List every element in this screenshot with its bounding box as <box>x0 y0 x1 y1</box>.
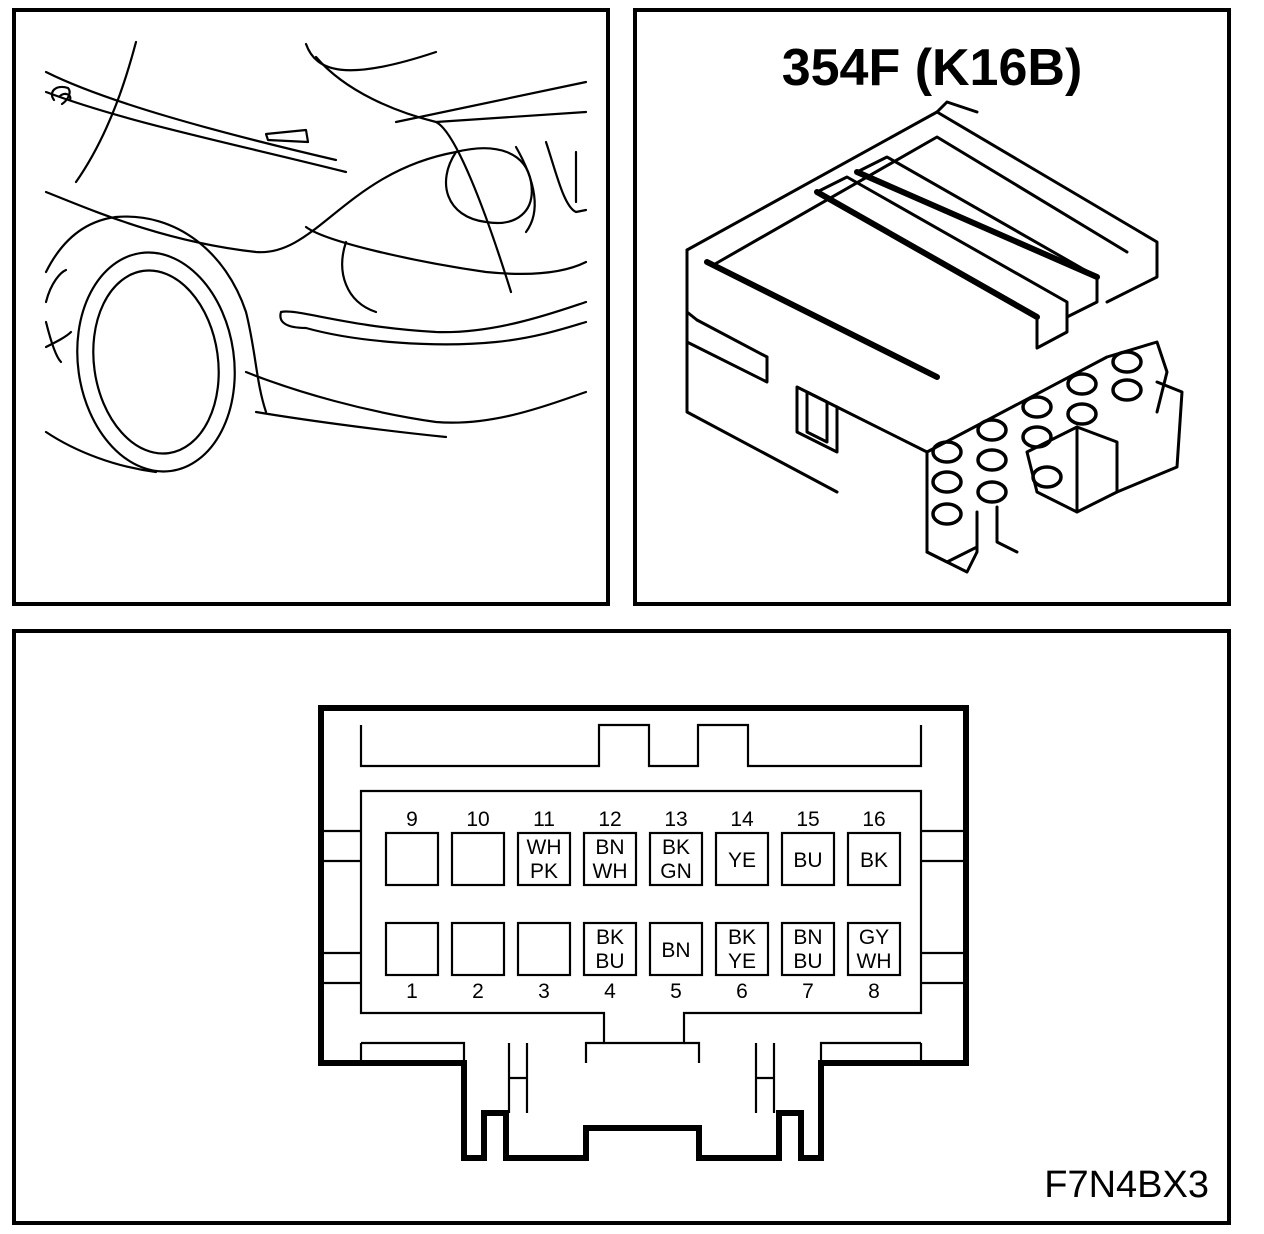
pin-cavity <box>648 831 704 887</box>
wire-color-primary: BN <box>793 926 822 949</box>
pin-1: 1 <box>384 921 440 1003</box>
pin-3: 3 <box>516 921 572 1003</box>
wire-color: BN <box>661 939 690 962</box>
pin-10: 10 <box>450 808 506 887</box>
connector-view-panel: 354F (K16B) <box>633 8 1231 606</box>
pin-number: 3 <box>538 980 550 1003</box>
connector-isometric-illustration <box>685 100 1184 574</box>
wire-color-primary: BK <box>662 836 690 859</box>
vehicle-rear-quarter-illustration <box>44 40 588 474</box>
wire-color-primary: BK <box>728 926 756 949</box>
pin-number: 10 <box>466 808 489 831</box>
pin-cavity <box>846 921 902 977</box>
wire-color-tracer: PK <box>530 860 558 883</box>
wire-color: BK <box>860 849 888 872</box>
wire-color-tracer: BU <box>595 950 624 973</box>
vehicle-location-panel <box>12 8 610 606</box>
pin-number: 12 <box>598 808 621 831</box>
pin-number: 5 <box>670 980 682 1003</box>
pin-cavity <box>582 831 638 887</box>
wire-color-tracer: WH <box>857 950 892 973</box>
housing-outline <box>318 705 969 1161</box>
pin-number: 13 <box>664 808 687 831</box>
pin-5: 5 BN <box>648 921 704 1003</box>
pin-number: 8 <box>868 980 880 1003</box>
pin-number: 1 <box>406 980 418 1003</box>
pin-cavity <box>582 921 638 977</box>
wire-color-tracer: YE <box>728 950 756 973</box>
wire-color-primary: WH <box>527 836 562 859</box>
pin-9: 9 <box>384 808 440 887</box>
wire-color-tracer: WH <box>593 860 628 883</box>
pin-cavity <box>516 921 572 977</box>
pin-number: 15 <box>796 808 819 831</box>
pin-2: 2 <box>450 921 506 1003</box>
pin-number: 4 <box>604 980 616 1003</box>
pin-cavity <box>648 921 704 977</box>
wire-color-primary: GY <box>859 926 889 949</box>
wire-color-primary: BN <box>595 836 624 859</box>
pin-cavity <box>384 831 440 887</box>
wire-color-tracer: BU <box>793 950 822 973</box>
pin-number: 6 <box>736 980 748 1003</box>
wire-color-tracer: GN <box>660 860 692 883</box>
pin-cavity <box>450 921 506 977</box>
pin-cavity <box>384 921 440 977</box>
pin-number: 16 <box>862 808 885 831</box>
pin-cavity <box>846 831 902 887</box>
pin-number: 14 <box>730 808 754 831</box>
pin-cavity <box>714 831 770 887</box>
pin-cavity <box>516 831 572 887</box>
diagram-reference-code: F7N4BX3 <box>1044 1164 1209 1206</box>
wire-color-primary: BK <box>596 926 624 949</box>
pin-cavity <box>780 831 836 887</box>
pin-cavity <box>780 921 836 977</box>
pin-number: 2 <box>472 980 484 1003</box>
pin-cavity <box>450 831 506 887</box>
pin-number: 9 <box>406 808 418 831</box>
pin-cavity <box>714 921 770 977</box>
connector-title: 354F (K16B) <box>781 39 1083 97</box>
wire-color: BU <box>793 849 822 872</box>
pin-number: 7 <box>802 980 814 1003</box>
wire-color: YE <box>728 849 756 872</box>
pin-number: 11 <box>533 808 555 831</box>
